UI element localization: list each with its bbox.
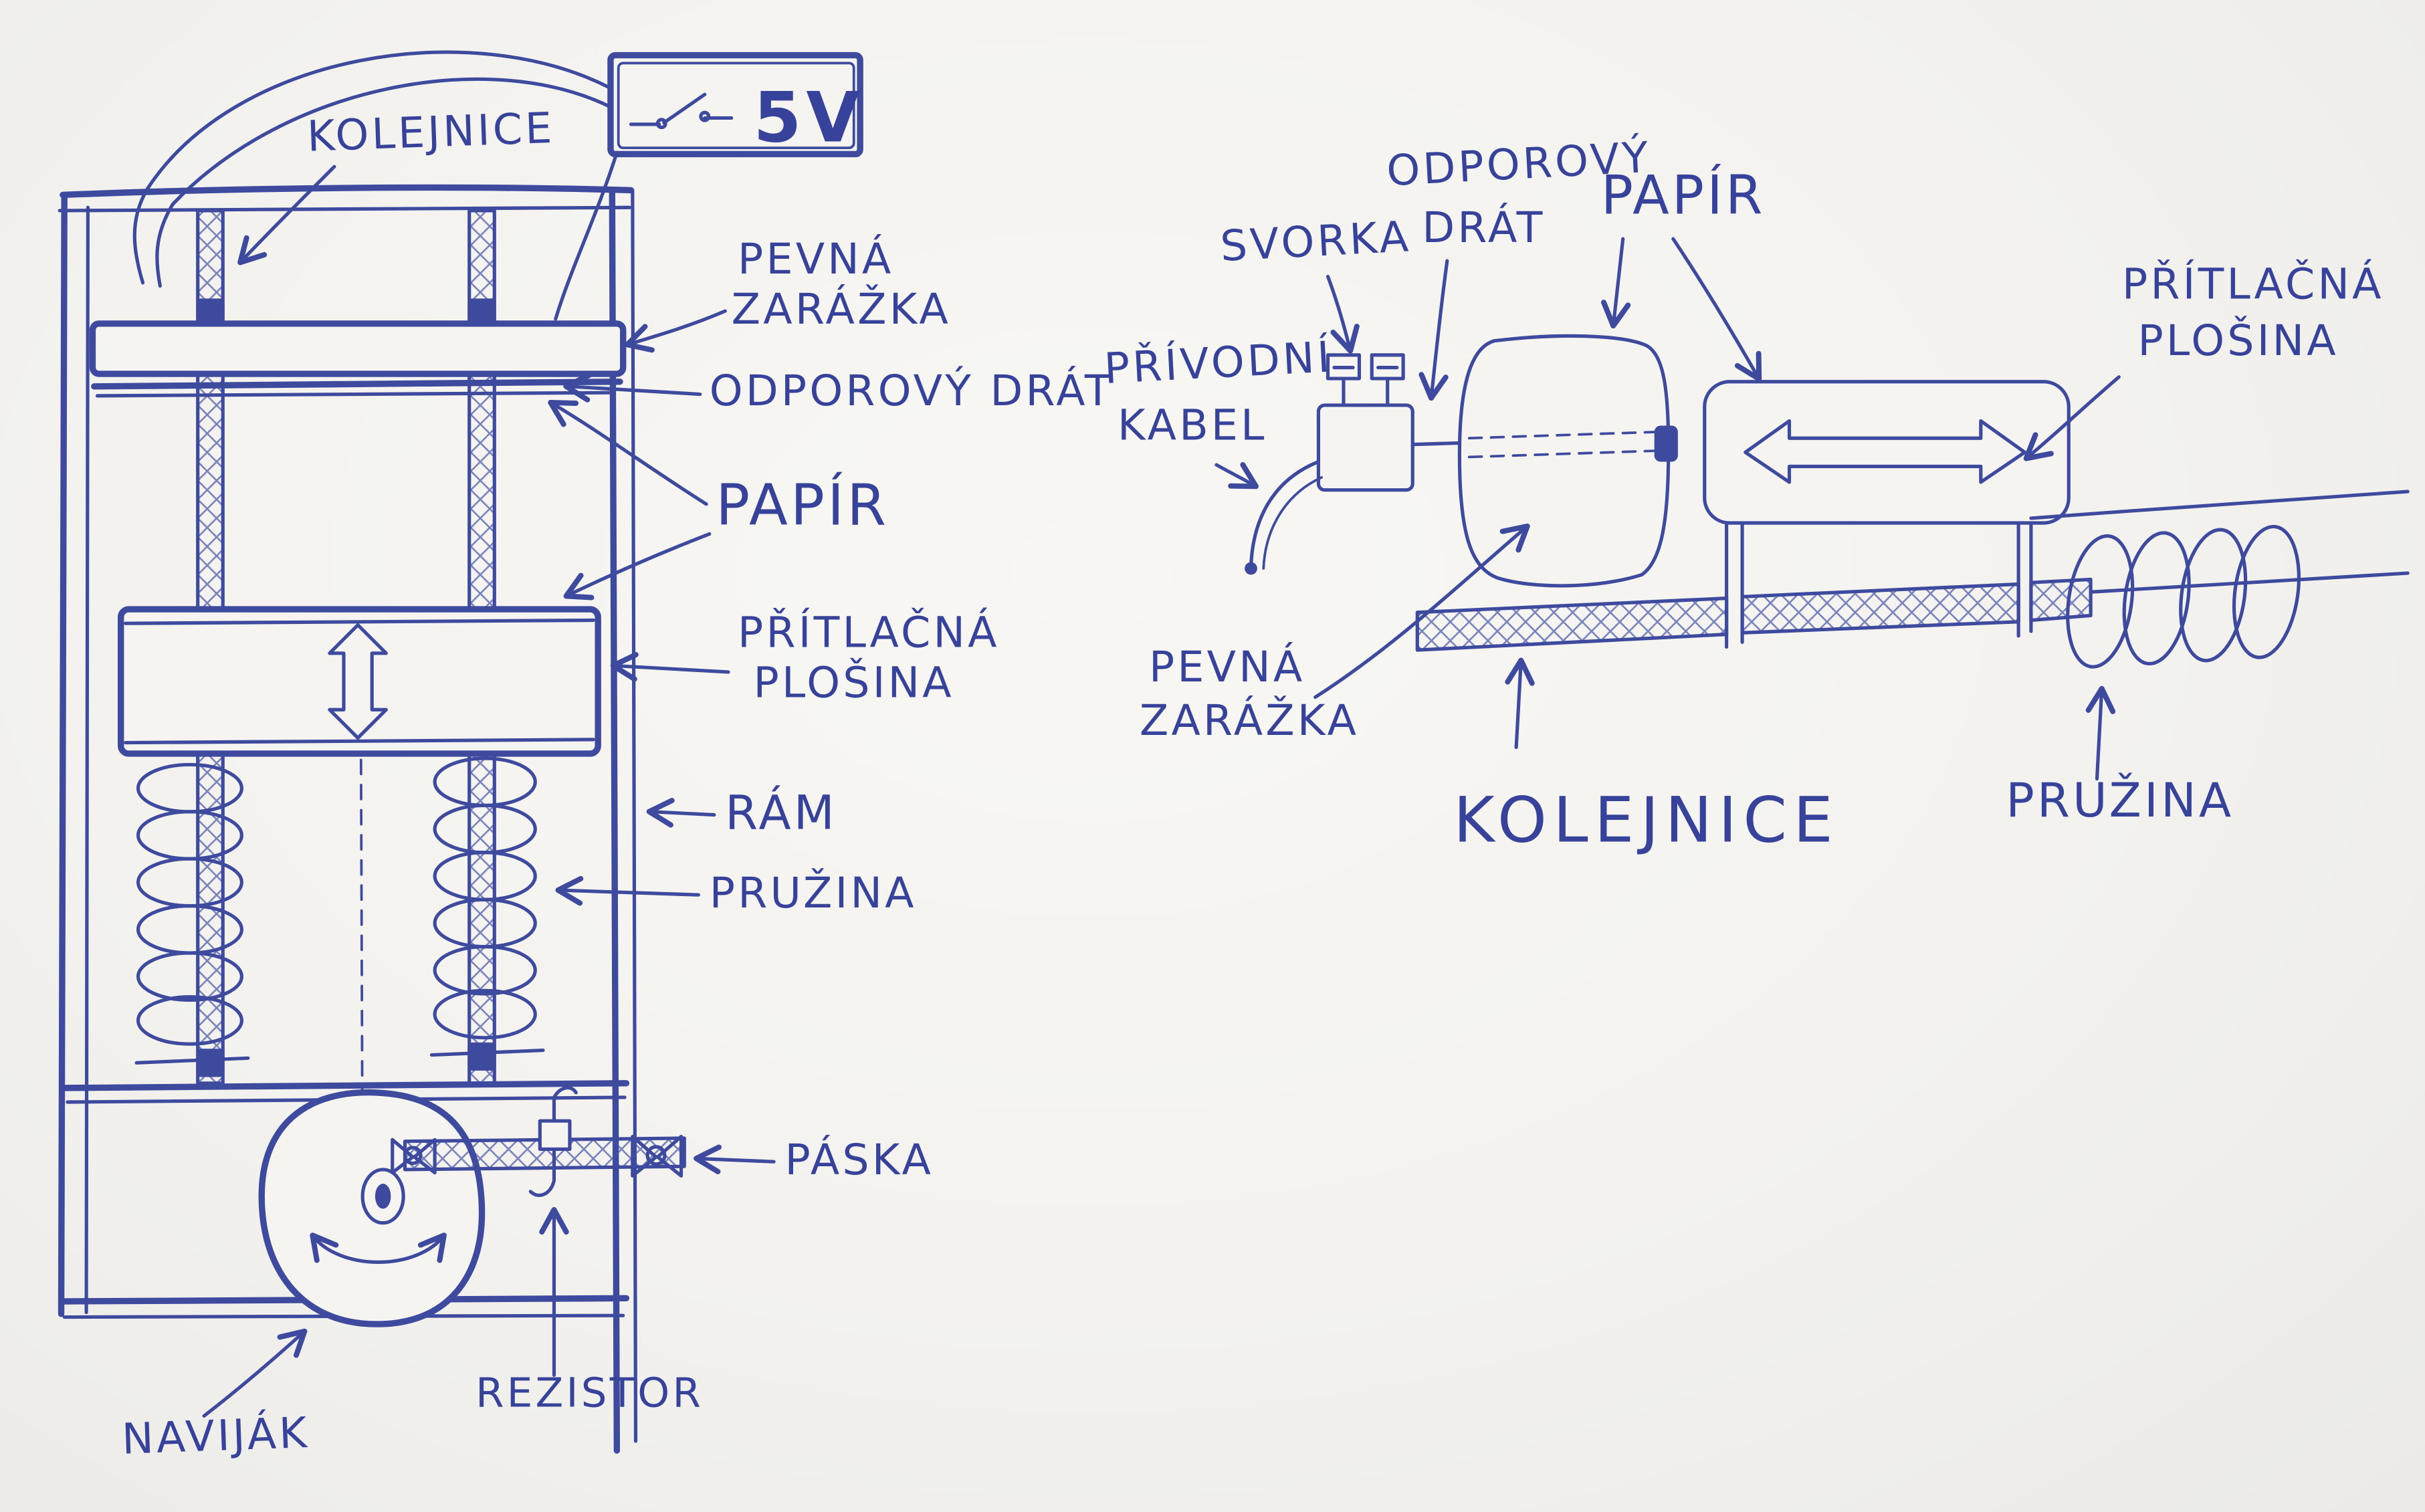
label-rezistor: REZISTOR — [476, 1369, 704, 1416]
spring-on-rail — [2066, 524, 2301, 669]
right-diagram: SVORKA ODPOROVÝ DRÁT PAPÍR PŘÍTLAČNÁ PLO… — [1103, 132, 2410, 857]
label-pruzina: PRUŽINA — [710, 867, 917, 917]
papir-arrow-down — [563, 532, 712, 601]
vertical-double-arrow-icon — [328, 623, 388, 740]
pevna-zarazka-arrow — [624, 309, 727, 353]
privodni-arrow — [1215, 462, 1259, 490]
papir-right-arrow-right — [1671, 237, 1762, 382]
press-platform — [118, 606, 601, 757]
label-kolejnice-right: KOLEJNICE — [1453, 784, 1839, 857]
fixed-stop-bar — [89, 320, 627, 398]
kolejnice-right-arrow — [1505, 657, 1535, 750]
odporovy-arrow — [1418, 259, 1449, 401]
tape-dashed-line — [359, 758, 364, 1179]
label-odporovy-drat: ODPOROVÝ DRÁT — [710, 365, 1114, 415]
label-papir-right: PAPÍR — [1601, 164, 1766, 227]
power-box: 5V — [607, 51, 865, 158]
pevna-right-arrow — [1313, 523, 1530, 699]
press-platform-right — [1703, 380, 2071, 649]
voltage-label: 5V — [754, 78, 865, 158]
label-ram: RÁM — [725, 785, 837, 841]
switch-icon — [629, 92, 734, 130]
clamp — [1316, 353, 1414, 492]
spring-left — [134, 762, 250, 1065]
tape — [391, 1135, 686, 1178]
label-odporovy-line2: DRÁT — [1422, 202, 1545, 252]
label-svorka: SVORKA — [1219, 211, 1412, 271]
label-privodni-line1: PŘÍVODNÍ — [1103, 331, 1334, 393]
label-papir: PAPÍR — [716, 472, 889, 538]
label-pevna-right-line1: PEVNÁ — [1149, 641, 1305, 691]
resistor-symbol — [528, 1086, 578, 1197]
left-diagram: 5V KOLEJNICE PEVNÁ ZARÁŽKA ODPOROVÝ DRÁT… — [58, 50, 1114, 1464]
label-paska: PÁSKA — [784, 1134, 934, 1184]
kolejnice-arrow — [237, 165, 336, 265]
odporovy-drat-arrow — [563, 372, 702, 403]
label-pruzina-right: PRUŽINA — [2006, 772, 2234, 828]
resistance-wire-right — [1410, 441, 1465, 447]
fixed-stop-block — [1457, 334, 1678, 588]
power-wires — [132, 50, 619, 321]
navijak-arrow — [202, 1328, 308, 1418]
winder — [258, 1089, 486, 1327]
rotation-arrow-icon — [310, 1232, 381, 1264]
frame — [58, 184, 638, 1454]
label-kolejnice: KOLEJNICE — [306, 103, 556, 161]
supply-cable — [1245, 459, 1323, 575]
label-pevna-right-line2: ZARÁŽKA — [1140, 695, 1359, 745]
label-navijak: NAVIJÁK — [121, 1407, 310, 1464]
rail — [1415, 490, 2410, 652]
label-pritlacna-right-line1: PŘÍTLAČNÁ — [2122, 258, 2384, 308]
papir-arrow-up — [548, 399, 708, 506]
paska-arrow — [694, 1144, 776, 1174]
platform-bracket — [1725, 521, 2033, 649]
svorka-arrow — [1326, 274, 1360, 354]
pruzina-right-arrow — [2085, 685, 2116, 781]
ram-arrow — [646, 798, 716, 828]
label-pritlacna-line2: PLOŠINA — [754, 657, 954, 707]
label-pevna-zarazka-line2: ZARÁŽKA — [732, 284, 951, 334]
papir-right-arrow-left — [1601, 237, 1631, 329]
label-pritlacna-line1: PŘÍTLAČNÁ — [738, 607, 1000, 657]
pruzina-arrow — [555, 875, 700, 906]
pritlacna-right-arrow — [2023, 375, 2121, 461]
label-pevna-zarazka-line1: PEVNÁ — [738, 233, 893, 284]
label-privodni-line2: KABEL — [1118, 401, 1267, 450]
label-pritlacna-right-line2: PLOŠINA — [2138, 315, 2339, 365]
spring-right — [429, 756, 545, 1057]
resistance-wire — [91, 379, 623, 390]
left-labels: KOLEJNICE PEVNÁ ZARÁŽKA ODPOROVÝ DRÁT PA… — [121, 103, 1114, 1464]
pritlacna-arrow — [610, 651, 730, 682]
